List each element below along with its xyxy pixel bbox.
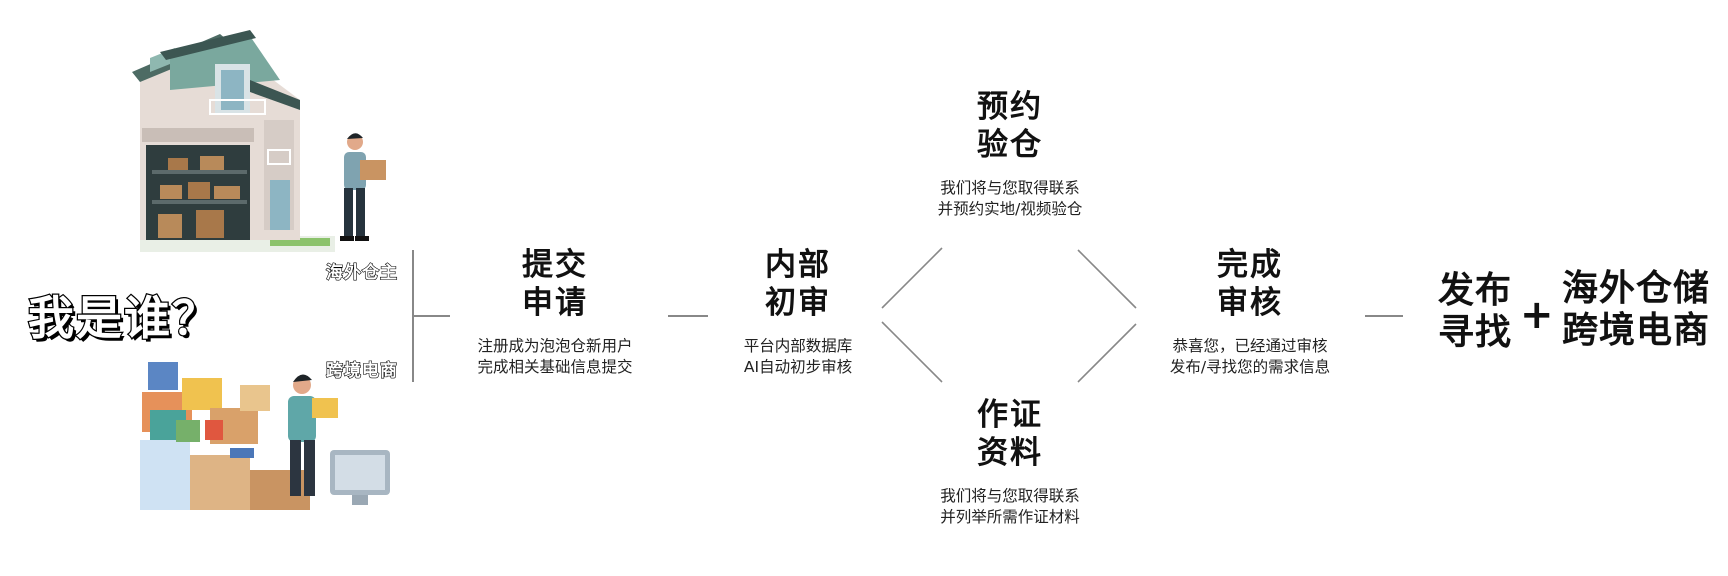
step-documents-title-2: 资料 — [977, 435, 1043, 471]
result-publish-find: 发布 寻找 — [1430, 270, 1520, 354]
step-complete-title-2: 审核 — [1217, 285, 1283, 321]
result-publish: 发布 — [1437, 270, 1512, 311]
step-review-desc-1: 平台内部数据库 — [743, 337, 853, 355]
step-inspect-title-1: 预约 — [977, 89, 1043, 125]
step-review-desc-2: AI自动初步审核 — [743, 358, 853, 376]
step-apply-title-1: 提交 — [522, 247, 588, 283]
step-apply-desc-1: 注册成为泡泡仓新用户 — [477, 337, 633, 355]
step-documents-desc-2: 并列举所需作证材料 — [940, 508, 1080, 526]
who-am-i-title: 我是谁？ — [27, 290, 220, 347]
step-complete-desc-2: 发布/寻找您的需求信息 — [1169, 358, 1331, 376]
step-inspect-desc-2: 并预约实地/视频验仓 — [937, 200, 1083, 218]
bracket-vertical-line — [412, 250, 414, 382]
step-apply-title-2: 申请 — [522, 285, 588, 321]
step-review-title-2: 初审 — [765, 285, 831, 321]
step-inspect-desc-1: 我们将与您取得联系 — [940, 179, 1080, 197]
result-cross-border-ecommerce: 跨境电商 — [1561, 310, 1710, 351]
step-documents-desc-1: 我们将与您取得联系 — [940, 487, 1080, 505]
step-review-title-1: 内部 — [765, 247, 831, 283]
step-complete: 完成 审核 恭喜您，已经通过审核 发布/寻找您的需求信息 — [1145, 246, 1355, 378]
step-inspect: 预约 验仓 我们将与您取得联系 并预约实地/视频验仓 — [910, 88, 1110, 220]
role-cross-border-ecommerce: 跨境电商 — [325, 360, 398, 381]
plus-sign: + — [1520, 292, 1554, 338]
step-complete-title-1: 完成 — [1217, 247, 1283, 283]
role-warehouse-owner: 海外仓主 — [325, 262, 398, 283]
result-targets: 海外仓储 跨境电商 — [1550, 268, 1722, 352]
step-review: 内部 初审 平台内部数据库 AI自动初步审核 — [718, 246, 878, 378]
step-documents-title-1: 作证 — [977, 397, 1043, 433]
step-apply-desc-2: 完成相关基础信息提交 — [477, 358, 633, 376]
connector-line-1 — [414, 315, 450, 317]
result-overseas-warehouse: 海外仓储 — [1561, 268, 1710, 309]
connector-line-2 — [668, 315, 708, 317]
step-inspect-title-2: 验仓 — [977, 127, 1043, 163]
result-find: 寻找 — [1437, 312, 1512, 353]
connector-line-3 — [1365, 315, 1403, 317]
step-complete-desc-1: 恭喜您，已经通过审核 — [1172, 337, 1328, 355]
step-documents: 作证 资料 我们将与您取得联系 并列举所需作证材料 — [910, 396, 1110, 528]
step-apply: 提交 申请 注册成为泡泡仓新用户 完成相关基础信息提交 — [470, 246, 640, 378]
